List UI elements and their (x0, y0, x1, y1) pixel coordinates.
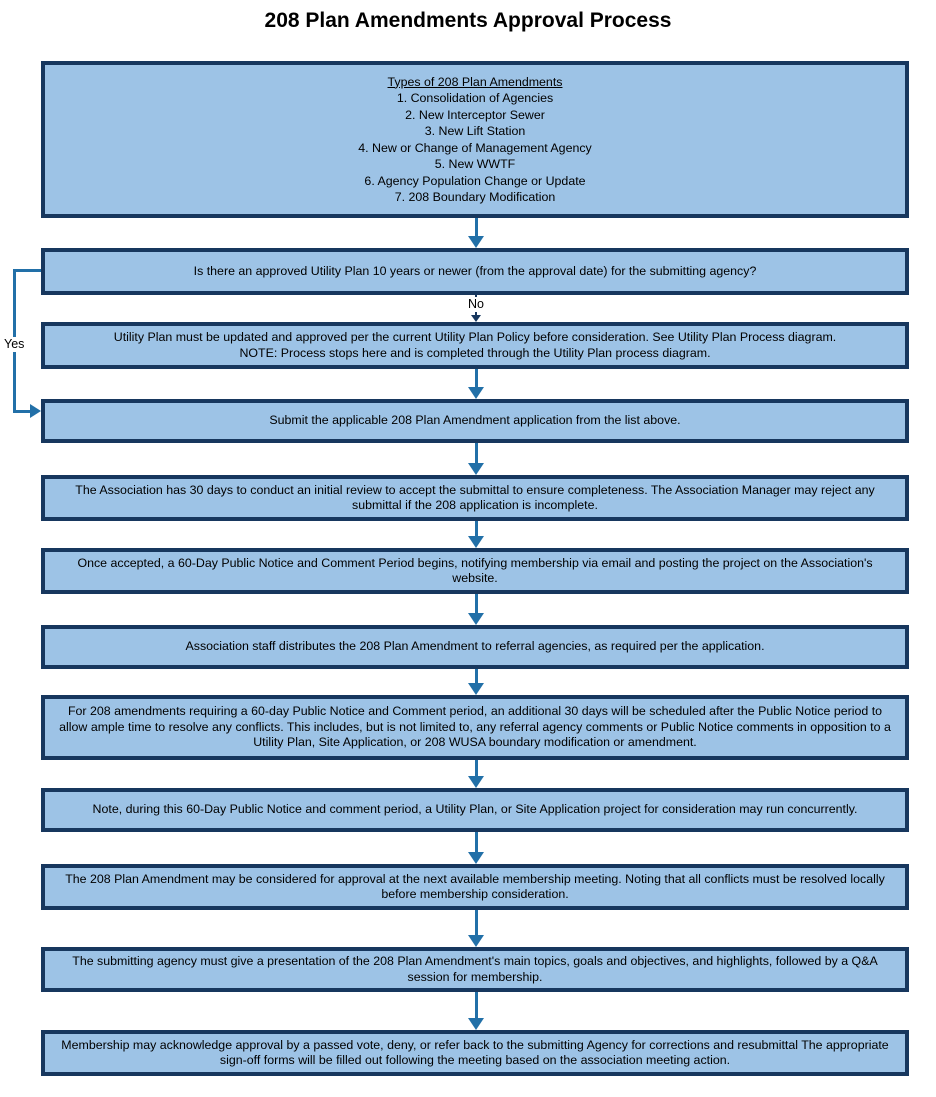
arrow-head-icon (468, 236, 484, 248)
flow-arrow-down-9 (468, 910, 484, 947)
arrow-head-icon (468, 536, 484, 548)
node-text: For 208 amendments requiring a 60-day Pu… (59, 704, 891, 750)
flow-arrow-down-3 (468, 443, 484, 475)
node-membership-meeting: The 208 Plan Amendment may be considered… (41, 864, 909, 910)
arrow-head-icon (468, 776, 484, 788)
node-public-notice-period: Once accepted, a 60-Day Public Notice an… (41, 548, 909, 594)
node-types-of-amendments: Types of 208 Plan Amendments 1. Consolid… (41, 61, 909, 218)
flow-arrow-down-1 (468, 218, 484, 248)
no-branch-label: No (456, 297, 496, 312)
node-text: The submitting agency must give a presen… (72, 954, 878, 984)
types-item-2: 2. New Interceptor Sewer (405, 107, 545, 122)
arrow-shaft (474, 992, 478, 1019)
flow-arrow-down-6 (468, 669, 484, 695)
page-title: 208 Plan Amendments Approval Process (264, 9, 672, 32)
arrow-shaft (474, 443, 478, 464)
yes-branch-segment-bottom (13, 410, 31, 413)
arrow-shaft (474, 760, 478, 777)
arrow-head-icon (468, 387, 484, 399)
types-item-3: 3. New Lift Station (424, 124, 526, 138)
node-submit-application: Submit the applicable 208 Plan Amendment… (41, 399, 909, 443)
types-item-1: 1. Consolidation of Agencies (396, 91, 554, 105)
types-item-4: 4. New or Change of Management Agency (358, 140, 592, 155)
arrow-shaft (474, 521, 478, 537)
node-text-line-2: NOTE: Process stops here and is complete… (239, 345, 711, 360)
node-membership-action: Membership may acknowledge approval by a… (41, 1030, 909, 1076)
flow-arrow-down-8 (468, 832, 484, 864)
flow-arrow-down-5 (468, 594, 484, 625)
node-concurrent-note: Note, during this 60-Day Public Notice a… (41, 788, 909, 832)
types-heading: Types of 208 Plan Amendments (387, 74, 563, 89)
arrow-head-icon (468, 1018, 484, 1030)
node-text: The 208 Plan Amendment may be considered… (65, 871, 885, 902)
node-text: Once accepted, a 60-Day Public Notice an… (77, 555, 873, 586)
yes-branch-label: Yes (2, 337, 27, 352)
arrow-head-icon (468, 683, 484, 695)
arrow-shaft (474, 910, 478, 936)
node-utility-plan-update: Utility Plan must be updated and approve… (41, 322, 909, 369)
arrow-head-icon (468, 613, 484, 625)
types-item-7: 7. 208 Boundary Modification (394, 190, 556, 204)
types-item-6: 6. Agency Population Change or Update (364, 173, 586, 188)
node-conflict-resolution-period: For 208 amendments requiring a 60-day Pu… (41, 695, 909, 760)
types-item-5: 5. New WWTF (434, 157, 516, 171)
arrow-shaft (474, 594, 478, 614)
node-text: Submit the applicable 208 Plan Amendment… (269, 413, 681, 428)
node-utility-plan-question: Is there an approved Utility Plan 10 yea… (41, 248, 909, 295)
arrow-shaft (474, 369, 478, 388)
node-text: The Association has 30 days to conduct a… (75, 482, 875, 513)
node-presentation: The submitting agency must give a presen… (41, 947, 909, 992)
node-initial-review: The Association has 30 days to conduct a… (41, 475, 909, 521)
arrow-shaft (474, 218, 478, 237)
flow-arrow-down-7 (468, 760, 484, 788)
arrow-head-icon (468, 463, 484, 475)
flow-arrow-down-2 (468, 369, 484, 399)
node-text: Utility Plan must be updated and approve… (114, 330, 836, 361)
flow-arrow-down-4 (468, 521, 484, 548)
node-text: Association staff distributes the 208 Pl… (185, 639, 765, 654)
node-text-line-1: Utility Plan must be updated and approve… (113, 330, 837, 344)
node-text: Note, during this 60-Day Public Notice a… (92, 802, 858, 817)
no-branch-arrow-head-icon (471, 315, 481, 322)
arrow-shaft (474, 669, 478, 684)
yes-branch-arrow-head-icon (30, 404, 41, 418)
arrow-head-icon (468, 852, 484, 864)
node-text: Is there an approved Utility Plan 10 yea… (193, 263, 757, 278)
arrow-shaft (474, 832, 478, 853)
node-text: Membership may acknowledge approval by a… (61, 1037, 889, 1068)
node-referral-distribution: Association staff distributes the 208 Pl… (41, 625, 909, 669)
arrow-head-icon (468, 935, 484, 947)
yes-branch-segment-top (13, 269, 41, 272)
flow-arrow-down-10 (468, 992, 484, 1030)
